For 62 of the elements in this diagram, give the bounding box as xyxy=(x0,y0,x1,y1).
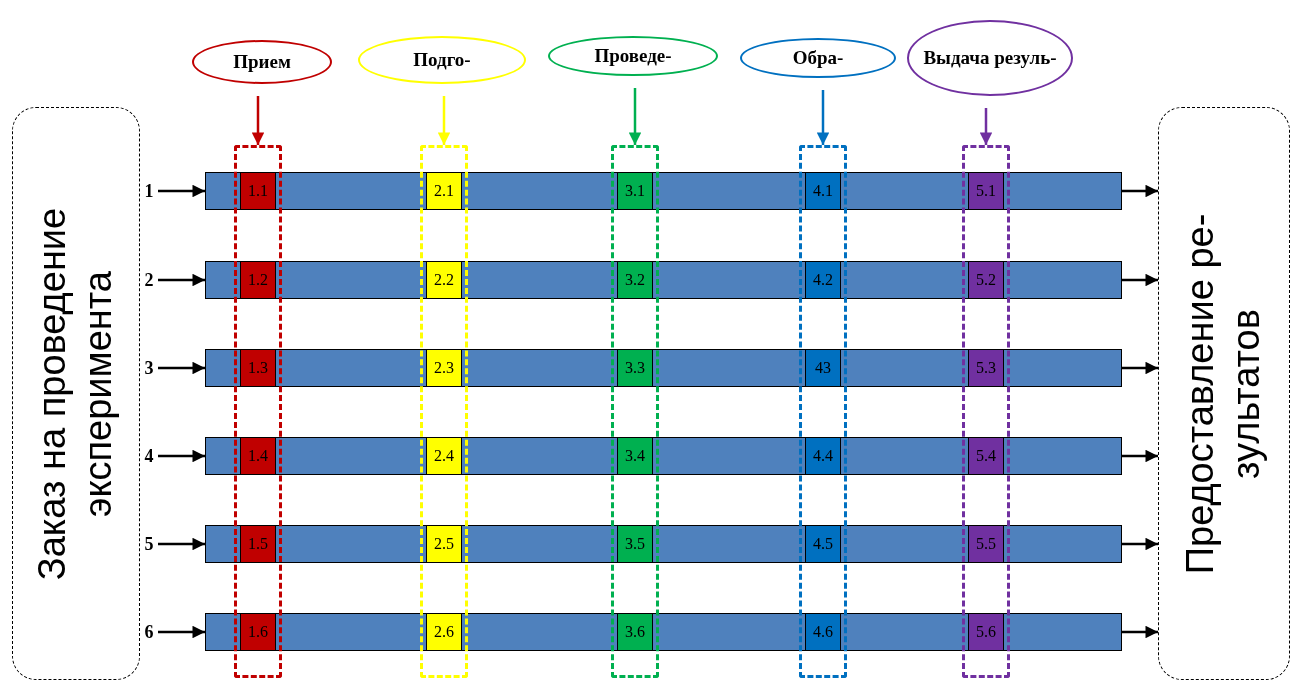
arrow xyxy=(979,108,993,145)
box-text: Заказ на проведение эксперимента xyxy=(30,206,120,582)
step-square: 1.6 xyxy=(240,613,276,651)
row-number: 3 xyxy=(140,357,158,379)
stage-ellipse: Подго- xyxy=(358,36,526,84)
arrow xyxy=(158,625,205,639)
step-square: 1.3 xyxy=(240,349,276,387)
dashed-box xyxy=(1158,107,1290,680)
step-square: 3.5 xyxy=(617,525,653,563)
row-number: 6 xyxy=(140,621,158,643)
arrow xyxy=(1122,273,1158,287)
arrow xyxy=(1122,184,1158,198)
step-square: 1.1 xyxy=(240,172,276,210)
step-square: 5.5 xyxy=(968,525,1004,563)
step-square: 3.2 xyxy=(617,261,653,299)
step-square: 4.5 xyxy=(805,525,841,563)
step-square: 4.4 xyxy=(805,437,841,475)
step-square: 2.5 xyxy=(426,525,462,563)
step-square: 4.1 xyxy=(805,172,841,210)
arrow xyxy=(158,537,205,551)
step-square: 5.1 xyxy=(968,172,1004,210)
arrow xyxy=(251,96,265,145)
step-square: 1.4 xyxy=(240,437,276,475)
arrow xyxy=(158,449,205,463)
arrow xyxy=(816,90,830,145)
dashed-box xyxy=(12,107,140,680)
box-text: Предоставление ре- зультатов xyxy=(1178,212,1268,576)
step-square: 3.1 xyxy=(617,172,653,210)
arrow xyxy=(1122,625,1158,639)
step-square: 3.4 xyxy=(617,437,653,475)
arrow xyxy=(1122,537,1158,551)
stage-ellipse: Обра- xyxy=(740,38,896,78)
arrow xyxy=(437,96,451,145)
step-square: 2.2 xyxy=(426,261,462,299)
arrow xyxy=(1122,449,1158,463)
row-number: 4 xyxy=(140,445,158,467)
arrow xyxy=(158,361,205,375)
stage-ellipse: Проведе- xyxy=(548,36,718,76)
step-square: 5.3 xyxy=(968,349,1004,387)
stage-ellipse: Выдача резуль- xyxy=(907,20,1073,96)
step-square: 2.6 xyxy=(426,613,462,651)
row-number: 1 xyxy=(140,180,158,202)
step-square: 2.1 xyxy=(426,172,462,210)
step-square: 5.4 xyxy=(968,437,1004,475)
step-square: 2.3 xyxy=(426,349,462,387)
step-square: 1.5 xyxy=(240,525,276,563)
step-square: 4.6 xyxy=(805,613,841,651)
stage-ellipse: Прием xyxy=(192,40,332,84)
step-square: 5.6 xyxy=(968,613,1004,651)
step-square: 3.6 xyxy=(617,613,653,651)
step-square: 2.4 xyxy=(426,437,462,475)
arrow xyxy=(158,184,205,198)
arrow xyxy=(1122,361,1158,375)
step-square: 43 xyxy=(805,349,841,387)
arrow xyxy=(158,273,205,287)
row-number: 2 xyxy=(140,269,158,291)
step-square: 3.3 xyxy=(617,349,653,387)
step-square: 1.2 xyxy=(240,261,276,299)
arrow xyxy=(628,88,642,145)
row-number: 5 xyxy=(140,533,158,555)
step-square: 4.2 xyxy=(805,261,841,299)
step-square: 5.2 xyxy=(968,261,1004,299)
